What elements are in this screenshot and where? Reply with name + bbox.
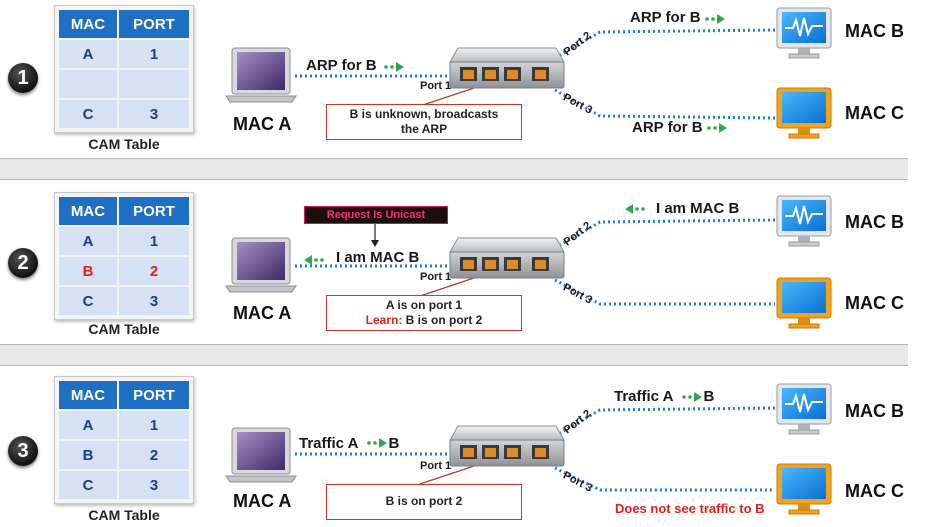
arrow-left-icon bbox=[304, 204, 645, 265]
message-label: I am MAC B bbox=[336, 249, 420, 266]
panel-divider bbox=[0, 344, 908, 366]
cam-port-cell-learned: 2 bbox=[118, 257, 189, 285]
message-from: Traffic A bbox=[299, 435, 359, 452]
message-label: Traffic A B bbox=[614, 388, 714, 405]
message-to: B bbox=[388, 435, 400, 452]
cam-port-cell: 1 bbox=[118, 40, 189, 68]
learn-label: Learn: bbox=[365, 313, 403, 327]
host-a-label: MAC A bbox=[233, 114, 292, 134]
cam-port-cell: 3 bbox=[118, 471, 189, 499]
note-pointer-head bbox=[371, 240, 379, 247]
callout-line: B is unknown, broadcasts bbox=[349, 107, 499, 121]
port-header: PORT bbox=[118, 197, 189, 225]
cam-mac-cell-learned: B bbox=[59, 257, 117, 285]
monitor-b-icon bbox=[776, 195, 832, 247]
monitor-c-icon bbox=[776, 87, 832, 139]
cam-port-cell: 1 bbox=[118, 227, 189, 255]
laptop-icon bbox=[225, 427, 297, 483]
message-from: Traffic A bbox=[614, 388, 674, 405]
callout-pointer bbox=[419, 275, 481, 297]
cam-port-cell: 2 bbox=[118, 441, 189, 469]
mac-header: MAC bbox=[59, 197, 117, 225]
cam-mac-cell: A bbox=[59, 40, 117, 68]
cam-mac-cell: B bbox=[59, 441, 117, 469]
message-to: B bbox=[703, 388, 715, 405]
link-switch-c bbox=[554, 466, 775, 492]
callout-box: B is on port 2 bbox=[326, 484, 522, 520]
laptop-icon bbox=[225, 47, 297, 103]
cam-mac-cell: A bbox=[59, 227, 117, 255]
cam-table-label: CAM Table bbox=[88, 136, 160, 152]
callout-pointer bbox=[419, 463, 481, 485]
switch-icon bbox=[449, 47, 565, 89]
monitor-b-icon bbox=[776, 7, 832, 59]
port-header: PORT bbox=[118, 10, 189, 38]
link-switch-b bbox=[554, 218, 776, 250]
cam-mac-cell bbox=[59, 70, 117, 98]
laptop-icon bbox=[225, 237, 297, 293]
cam-mac-cell: A bbox=[59, 411, 117, 439]
host-c-label: MAC C bbox=[845, 293, 904, 313]
monitor-c-icon bbox=[776, 277, 832, 329]
link-switch-c bbox=[554, 88, 776, 120]
link-switch-b bbox=[554, 406, 776, 438]
port-label: Port 1 bbox=[420, 460, 452, 472]
cam-port-cell: 3 bbox=[118, 287, 189, 315]
arrow-right-icon bbox=[384, 14, 727, 133]
step-badge: 2 bbox=[8, 248, 38, 278]
host-c-label: MAC C bbox=[845, 103, 904, 123]
monitor-c-icon bbox=[776, 463, 832, 515]
callout-line: A is on port 1 bbox=[385, 298, 463, 312]
message-label: Traffic A B bbox=[299, 435, 399, 452]
callout-line: Learn: B is on port 2 bbox=[327, 313, 521, 328]
unicast-note: Request Is Unicast bbox=[304, 206, 448, 224]
cam-table-label: CAM Table bbox=[88, 321, 160, 337]
host-b-label: MAC B bbox=[845, 401, 904, 421]
callout-pointer bbox=[419, 85, 481, 107]
host-a-label: MAC A bbox=[233, 303, 292, 323]
callout-box: A is on port 1 Learn: B is on port 2 bbox=[326, 295, 522, 331]
host-b-label: MAC B bbox=[845, 212, 904, 232]
switch-icon bbox=[449, 425, 565, 467]
panel-divider bbox=[0, 158, 908, 180]
cam-table-label: CAM Table bbox=[88, 507, 160, 523]
message-label: I am MAC B bbox=[656, 200, 740, 217]
host-a-label: MAC A bbox=[233, 491, 292, 511]
cam-mac-cell: C bbox=[59, 100, 117, 128]
port-label: Port 1 bbox=[420, 271, 452, 283]
cam-port-cell bbox=[118, 70, 189, 98]
link-switch-b bbox=[554, 28, 776, 60]
cam-port-cell: 3 bbox=[118, 100, 189, 128]
host-b-label: MAC B bbox=[845, 21, 904, 41]
step-badge: 3 bbox=[8, 436, 38, 466]
callout-line: the ARP bbox=[400, 122, 448, 136]
mac-header: MAC bbox=[59, 381, 117, 409]
link-switch-c bbox=[554, 278, 775, 306]
callout-text: B is on port 2 bbox=[405, 313, 483, 327]
mac-header: MAC bbox=[59, 10, 117, 38]
message-label: ARP for B bbox=[632, 119, 703, 136]
message-label: ARP for B bbox=[630, 9, 701, 26]
message-label: Does not see traffic to B bbox=[615, 501, 765, 516]
cam-mac-cell: C bbox=[59, 471, 117, 499]
cam-mac-cell: C bbox=[59, 287, 117, 315]
switch-icon bbox=[449, 237, 565, 279]
callout-line: B is on port 2 bbox=[385, 494, 463, 508]
port-label: Port 1 bbox=[420, 80, 452, 92]
message-label: ARP for B bbox=[306, 57, 377, 74]
host-c-label: MAC C bbox=[845, 481, 904, 501]
arrow-right-icon bbox=[367, 392, 702, 448]
cam-port-cell: 1 bbox=[118, 411, 189, 439]
monitor-b-icon bbox=[776, 383, 832, 435]
port-header: PORT bbox=[118, 381, 189, 409]
callout-box: B is unknown, broadcasts the ARP bbox=[326, 104, 522, 140]
step-badge: 1 bbox=[8, 63, 38, 93]
